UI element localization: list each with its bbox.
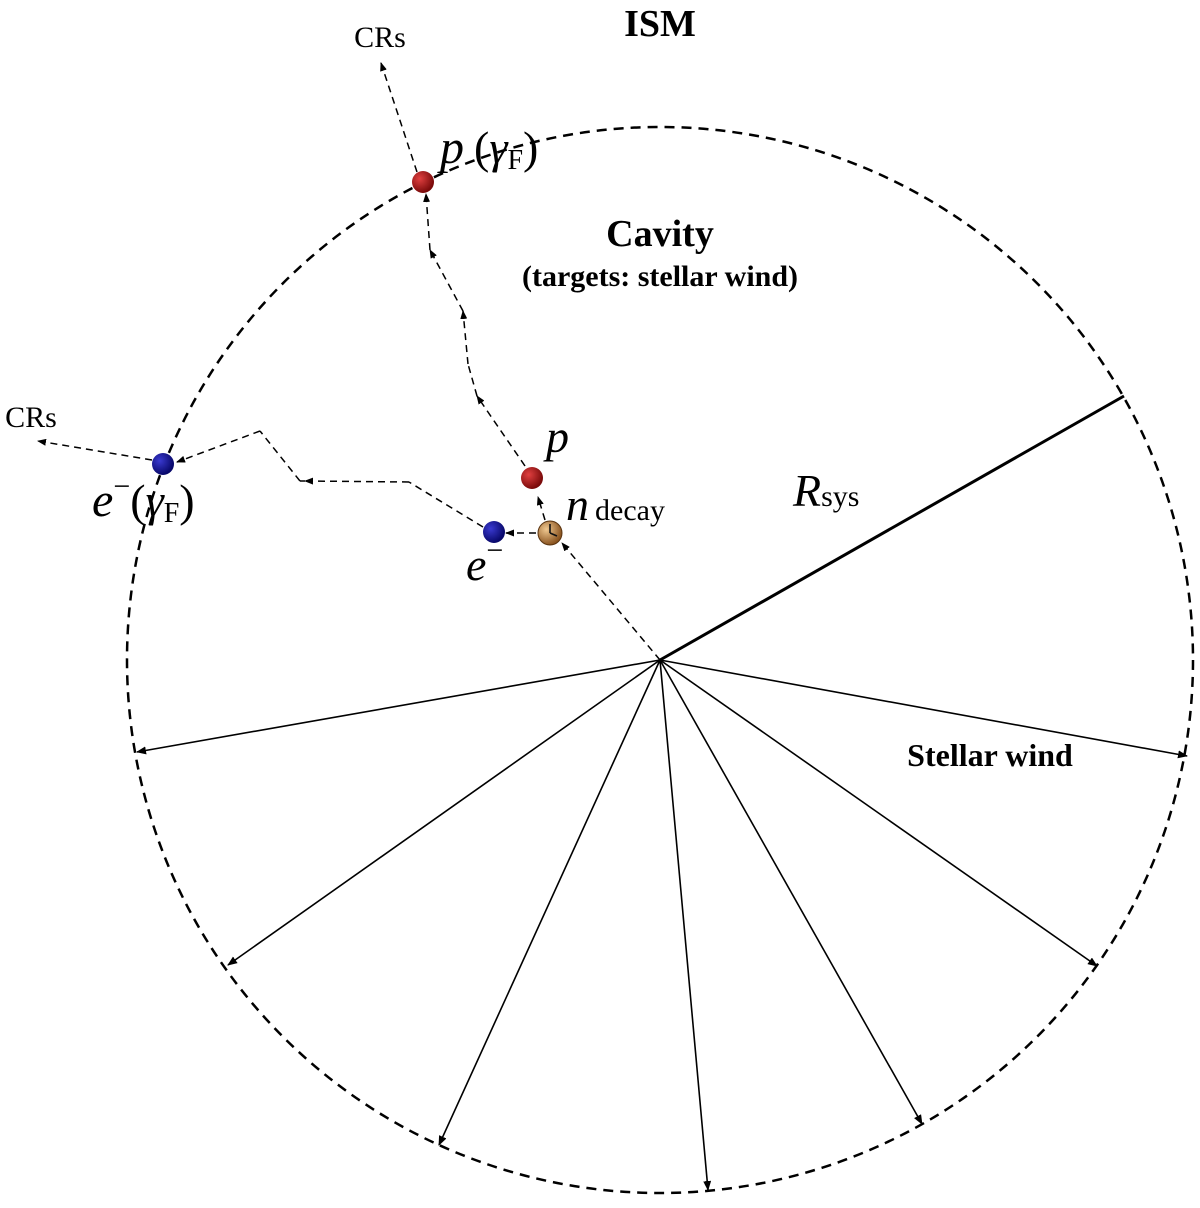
electron-path <box>37 430 536 537</box>
ism-label: ISM <box>624 3 696 45</box>
proton-particle <box>521 467 543 489</box>
r-sys-line <box>659 394 1125 662</box>
wind-arrow <box>659 659 1098 967</box>
crs-top-label: CRs <box>354 21 406 54</box>
stellar-wind-arrows <box>136 659 1188 1191</box>
electron-final-particle <box>152 453 174 475</box>
wind-arrow <box>659 659 1188 759</box>
neutron-path <box>561 542 661 661</box>
neutron-particle <box>537 520 563 546</box>
wind-arrow <box>659 659 923 1125</box>
crs-left-label: CRs <box>5 401 57 434</box>
proton-label: p <box>543 411 569 462</box>
cavity-sublabel: (targets: stellar wind) <box>522 260 798 293</box>
cavity-label: Cavity <box>606 213 714 255</box>
wind-arrow <box>136 659 661 755</box>
cavity-boundary <box>125 125 1195 1195</box>
wind-arrow <box>659 659 712 1191</box>
stellar-wind-label: Stellar wind <box>907 737 1073 773</box>
proton-final-label: p (γF) <box>437 121 538 176</box>
wind-arrow <box>227 659 661 966</box>
wind-arrow <box>438 659 661 1146</box>
r-sys-label: Rsys <box>792 465 859 516</box>
proton-path <box>380 62 546 521</box>
electron-label: e− <box>466 534 503 590</box>
electron-particle <box>483 521 505 543</box>
proton-final-particle <box>412 171 434 193</box>
electron-final-label: e−(γF) <box>92 470 195 529</box>
